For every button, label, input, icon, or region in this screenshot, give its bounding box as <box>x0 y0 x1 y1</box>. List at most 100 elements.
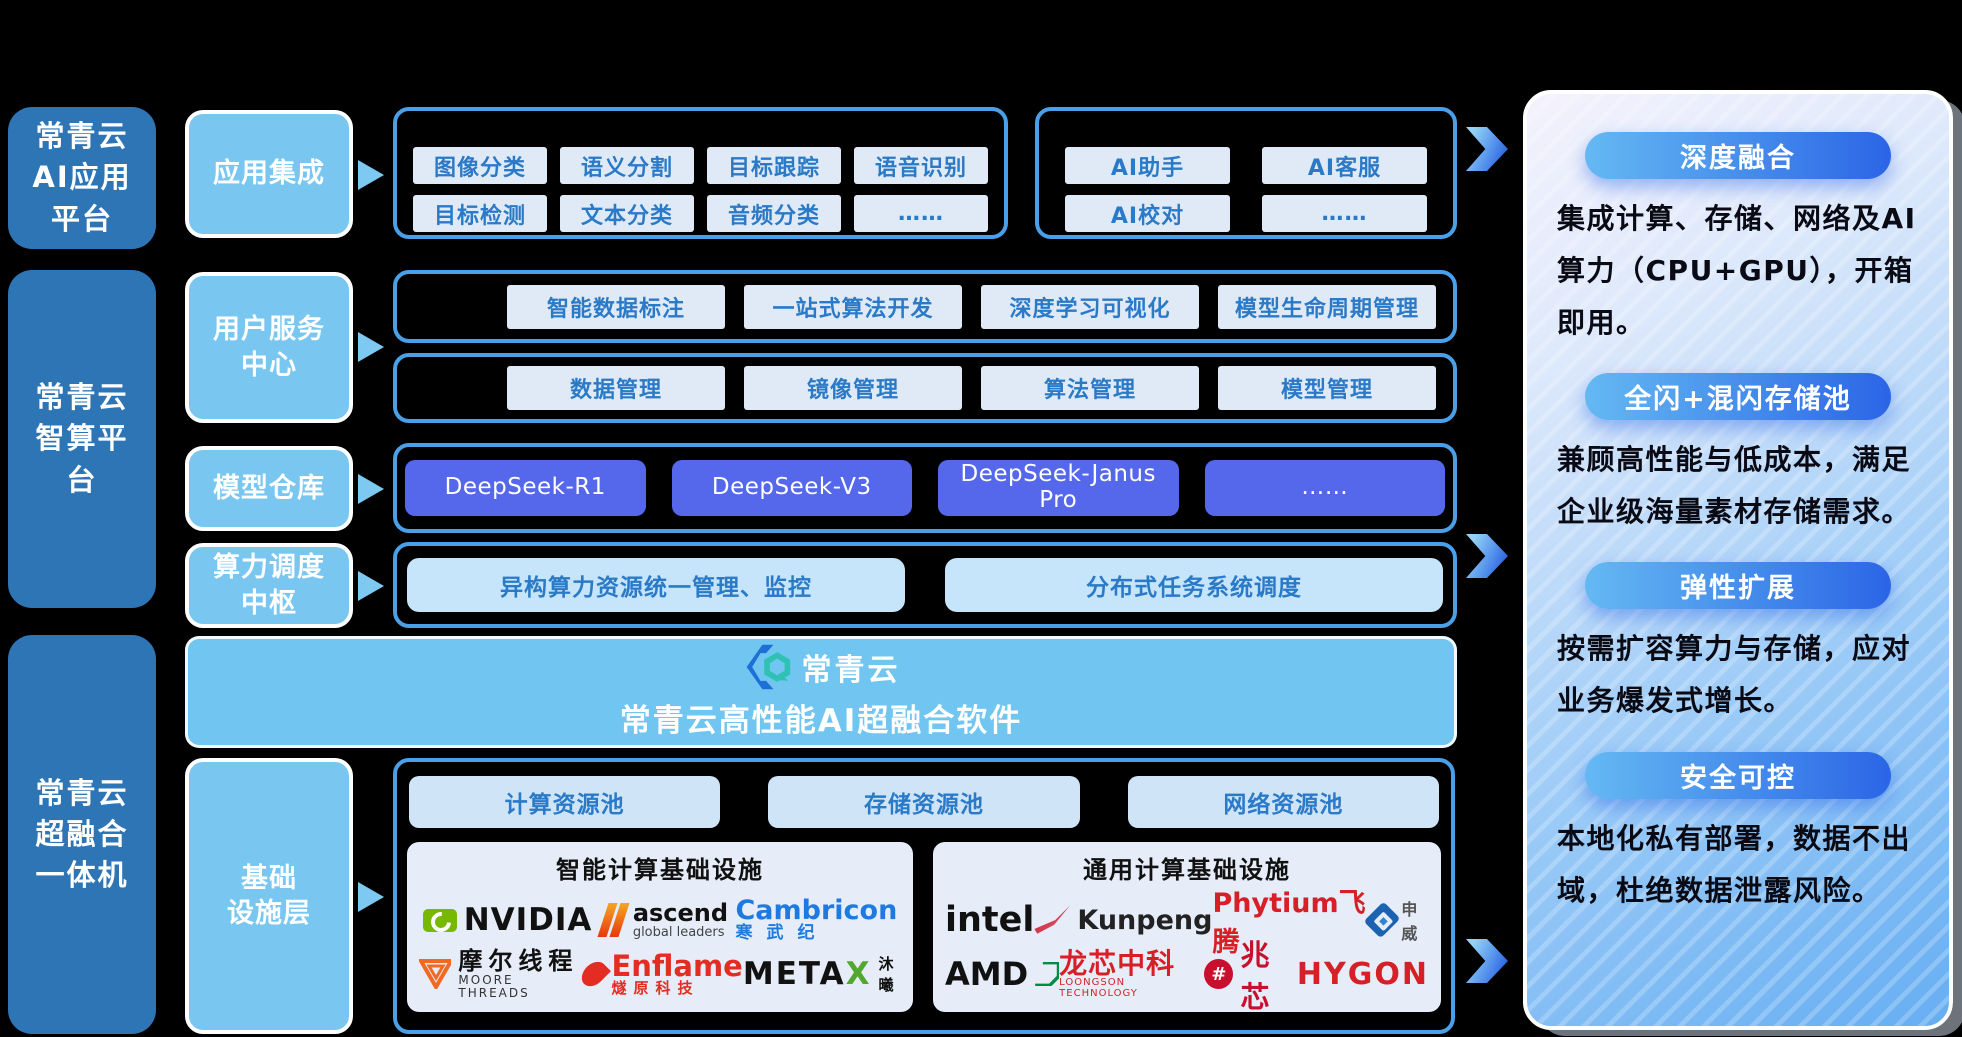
zhaoxin-logo: # 兆芯 <box>1204 932 1297 1016</box>
heterogeneous-compute-management: 异构算力资源统一管理、监控 <box>407 558 905 612</box>
app-group2-row2: AI校对 …… <box>1065 195 1427 232</box>
kunpeng-swoosh-icon <box>1034 905 1071 934</box>
layer-infrastructure: 基础 设施层 <box>185 758 353 1034</box>
moore-threads-icon <box>419 959 452 989</box>
hci-software-banner: 常青云 常青云高性能AI超融合软件 <box>185 636 1457 748</box>
cambricon-text: Cambricon <box>735 894 898 926</box>
nvidia-logo: NVIDIA <box>422 902 593 938</box>
evergreen-cloud-logo-icon <box>746 644 790 690</box>
cambricon-logo: Cambricon 寒武纪 <box>735 894 898 944</box>
amd-arrow-icon <box>1035 962 1060 986</box>
phytium-logo: Phytium飞腾 <box>1212 881 1370 959</box>
storage-resource-pool: 存储资源池 <box>768 776 1080 828</box>
chevron-arrow-middle <box>1466 534 1508 578</box>
enflame-logo: Enflame 燧原科技 <box>577 948 743 998</box>
nvidia-eye-icon <box>422 908 457 932</box>
chip-object-detection: 目标检测 <box>413 195 547 232</box>
compute-resource-pool: 计算资源池 <box>409 776 721 828</box>
feature-pill-elastic-scaling: 弹性扩展 <box>1585 562 1891 610</box>
feature-elastic-scaling: 弹性扩展 按需扩容算力与存储，应对业务爆发式增长。 <box>1553 562 1923 727</box>
chip-algorithm-management: 算法管理 <box>981 366 1199 410</box>
shenwei-logo: 申威 <box>1363 896 1429 944</box>
app-group-ai-assistants: AI助手 AI客服 AI校对 …… <box>1035 107 1457 239</box>
resource-pool-row: 计算资源池 存储资源池 网络资源池 <box>407 776 1441 828</box>
chip-ai-proofreading: AI校对 <box>1065 195 1230 232</box>
app-group2-row1: AI助手 AI客服 <box>1065 147 1427 184</box>
phytium-text: Phytium飞腾 <box>1212 888 1366 958</box>
arrow-triangle-user-service <box>358 332 384 362</box>
chip-ai-assistant: AI助手 <box>1065 147 1230 184</box>
shenwei-diamond-icon <box>1363 901 1401 939</box>
metax-subtext: 沐曦 <box>878 955 894 994</box>
chip-one-stop-algorithm-dev: 一站式算法开发 <box>744 284 962 329</box>
ascend-subtext: global leaders <box>632 924 725 940</box>
model-deepseek-janus-pro: DeepSeek-Janus Pro <box>938 460 1179 516</box>
ascend-icon <box>600 903 626 937</box>
arrow-triangle-scheduler <box>358 571 384 601</box>
amd-logo: AMD <box>945 955 1060 993</box>
intel-text: intel <box>945 900 1035 940</box>
chip-image-management: 镜像管理 <box>744 366 962 410</box>
chip-audio-classification: 音频分类 <box>707 195 841 232</box>
intel-logo: intel <box>945 900 1034 940</box>
smart-logo-row-2: 摩尔线程 MOORE THREADS Enflame 燧原科技 METAX <box>407 947 913 1001</box>
infrastructure-cards: 智能计算基础设施 NVIDIA ascend global leaders <box>407 842 1441 1018</box>
ascend-text: ascend <box>632 898 729 927</box>
platform-box-smart-compute: 常青云 智算平 台 <box>8 270 156 608</box>
hygon-text: HYGON <box>1296 956 1429 992</box>
chip-more-apps: …… <box>854 195 988 232</box>
kunpeng-logo: Kunpeng <box>1034 905 1212 936</box>
app-group1-row2: 目标检测 文本分类 音频分类 …… <box>413 195 988 232</box>
chip-more-ai-apps: …… <box>1262 195 1427 232</box>
ascend-logo: ascend global leaders <box>600 898 729 940</box>
metax-accent: X <box>845 956 872 992</box>
model-repo-row: DeepSeek-R1 DeepSeek-V3 DeepSeek-Janus P… <box>393 443 1457 533</box>
metax-text: METAX <box>743 956 872 992</box>
cambricon-subtext: 寒武纪 <box>735 923 829 944</box>
metax-logo: METAX 沐曦 <box>743 953 901 995</box>
chip-text-classification: 文本分类 <box>560 195 694 232</box>
chip-data-management: 数据管理 <box>507 366 725 410</box>
loongson-text: 龙芯中科 <box>1059 946 1176 980</box>
general-logo-row-2: AMD 龙芯中科 LOONGSON TECHNOLOGY # 兆芯 <box>933 938 1441 1014</box>
chip-data-annotation: 智能数据标注 <box>507 284 725 329</box>
moore-threads-text: 摩尔线程 <box>458 946 579 975</box>
feature-deep-integration: 深度融合 集成计算、存储、网络及AI算力（CPU+GPU），开箱即用。 <box>1553 132 1923 349</box>
general-compute-title: 通用计算基础设施 <box>1083 856 1291 884</box>
shenwei-text: 申威 <box>1401 900 1418 943</box>
feature-pill-storage-pool: 全闪+混闪存储池 <box>1585 373 1891 421</box>
smart-compute-card: 智能计算基础设施 NVIDIA ascend global leaders <box>407 842 913 1012</box>
layer-compute-scheduler: 算力调度 中枢 <box>185 543 353 628</box>
general-logo-row-1: intel Kunpeng Phytium飞腾 申威 <box>933 888 1441 958</box>
model-deepseek-v3: DeepSeek-V3 <box>671 460 912 516</box>
hygon-logo: HYGON <box>1297 957 1429 992</box>
scheduler-row: 异构算力资源统一管理、监控 分布式任务系统调度 <box>393 542 1457 628</box>
smart-logo-row-1: NVIDIA ascend global leaders Cambricon 寒… <box>407 893 913 947</box>
feature-pill-security: 安全可控 <box>1585 751 1891 799</box>
layer-app-integration: 应用集成 <box>185 110 353 238</box>
layer-user-service-center: 用户服务 中心 <box>185 272 353 423</box>
layer-model-repo: 模型仓库 <box>185 446 353 531</box>
zhaoxin-text: 兆芯 <box>1240 938 1270 1014</box>
chip-object-tracking: 目标跟踪 <box>707 147 841 184</box>
platform-box-hci-appliance: 常青云 超融合 一体机 <box>8 635 156 1034</box>
feature-security: 安全可控 本地化私有部署，数据不出域，杜绝数据泄露风险。 <box>1553 751 1923 917</box>
metax-main: META <box>742 956 846 992</box>
enflame-text: Enflame <box>611 948 743 983</box>
feature-desc-security: 本地化私有部署，数据不出域，杜绝数据泄露风险。 <box>1557 821 1912 907</box>
chip-semantic-segmentation: 语义分割 <box>560 147 694 184</box>
distributed-task-scheduling: 分布式任务系统调度 <box>945 558 1443 612</box>
feature-storage-pool: 全闪+混闪存储池 兼顾高性能与低成本，满足企业级海量素材存储需求。 <box>1553 373 1923 538</box>
model-more: …… <box>1204 460 1445 516</box>
brand-row: 常青云 <box>742 644 901 690</box>
brand-name: 常青云 <box>801 653 901 688</box>
banner-title: 常青云高性能AI超融合软件 <box>619 703 1023 739</box>
chip-model-lifecycle-management: 模型生命周期管理 <box>1218 284 1436 329</box>
smart-compute-title: 智能计算基础设施 <box>556 856 764 884</box>
infrastructure-container: 计算资源池 存储资源池 网络资源池 智能计算基础设施 NVIDIA ascend <box>393 758 1455 1034</box>
loongson-logo: 龙芯中科 LOONGSON TECHNOLOGY <box>1059 946 1204 999</box>
enflame-subtext: 燧原科技 <box>611 979 700 998</box>
amd-text: AMD <box>945 955 1029 993</box>
chip-image-classification: 图像分类 <box>413 147 547 184</box>
